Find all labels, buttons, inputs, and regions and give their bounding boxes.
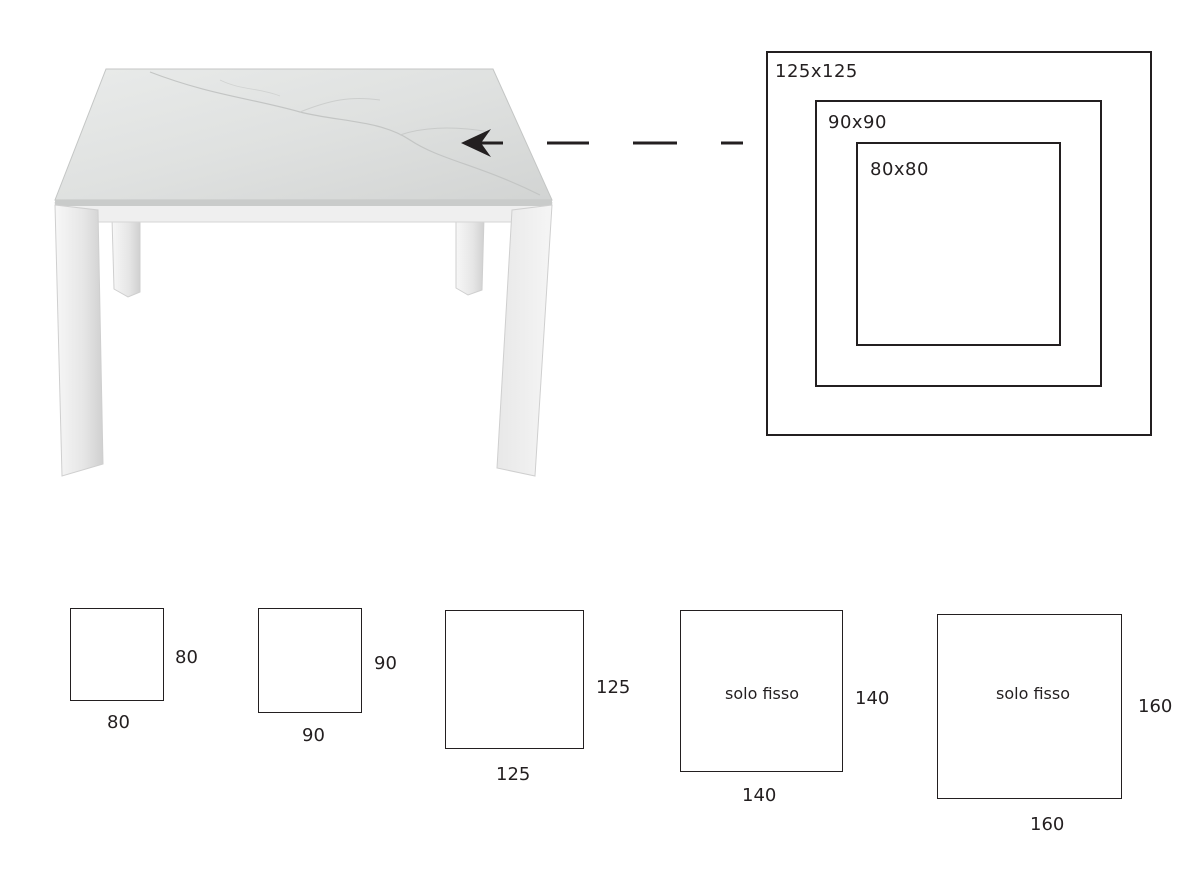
back-left-leg [111, 217, 141, 298]
size-square-125 [766, 51, 1152, 436]
variant-90-square [258, 608, 362, 713]
variant-140-width: 140 [742, 785, 777, 806]
size-label-90: 90x90 [828, 112, 887, 133]
size-square-80 [856, 142, 1061, 346]
size-label-80: 80x80 [870, 159, 929, 180]
marble-vein [219, 79, 281, 97]
table-top-edge [55, 200, 552, 206]
front-right-leg [496, 204, 553, 477]
marble-vein [149, 71, 541, 196]
variant-90-width: 90 [302, 725, 325, 746]
variant-140-note: solo fisso [725, 684, 799, 703]
variant-125-depth: 125 [596, 677, 631, 698]
variant-160-width: 160 [1030, 814, 1065, 835]
arrow-head-icon [461, 129, 491, 157]
variant-90-depth: 90 [374, 653, 397, 674]
variant-125-square [445, 610, 584, 749]
variant-160-note: solo fisso [996, 684, 1070, 703]
variant-160-square [937, 614, 1122, 799]
table-illustration [54, 68, 553, 477]
size-square-90 [815, 100, 1102, 387]
dashed-arrow [461, 129, 743, 157]
front-left-leg [54, 204, 104, 477]
marble-vein [399, 127, 491, 136]
size-label-125: 125x125 [775, 61, 858, 82]
variant-140-depth: 140 [855, 688, 890, 709]
variant-160-depth: 160 [1138, 696, 1173, 717]
variant-125-width: 125 [496, 764, 531, 785]
variant-80-width: 80 [107, 712, 130, 733]
marble-vein [299, 98, 381, 113]
back-right-leg [455, 217, 485, 296]
variant-140-square [680, 610, 843, 772]
variant-80-square [70, 608, 164, 701]
variant-80-depth: 80 [175, 647, 198, 668]
